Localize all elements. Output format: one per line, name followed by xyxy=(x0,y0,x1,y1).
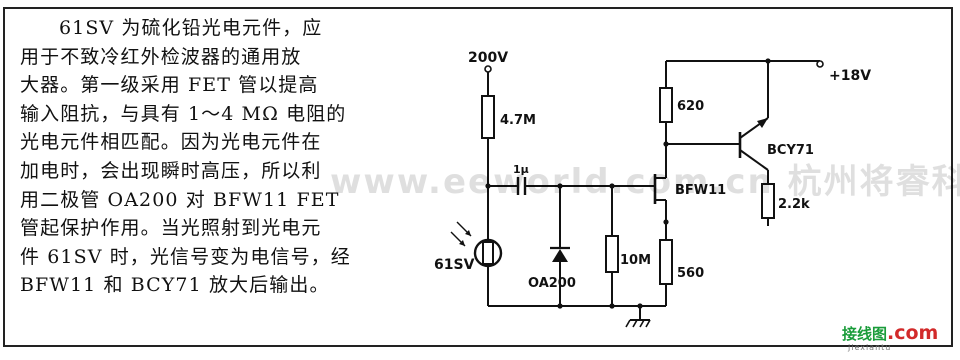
ground-symbol xyxy=(625,306,651,328)
description-line: 用二极管 OA200 对 BFW11 FET xyxy=(20,188,340,211)
description-line: 输入阻抗，与具有 1～4 MΩ 电阻的 xyxy=(20,102,347,125)
description-line: 管起保护作用。当光照射到光电元 xyxy=(20,217,322,240)
junction-dot xyxy=(663,219,669,225)
logo-main: 接线图 xyxy=(842,325,888,343)
resistor-620 xyxy=(659,87,673,123)
description-line: 用于不致冷红外检波器的通用放 xyxy=(20,45,302,68)
label-61sv: 61SV xyxy=(434,257,475,273)
transistor-bcy71 xyxy=(738,117,769,171)
label-2-2k: 2.2k xyxy=(778,197,810,212)
label-560: 560 xyxy=(677,266,704,281)
description-line: 大器。第一级采用 FET 管以提高 xyxy=(20,74,319,97)
supply-18v-terminal xyxy=(816,60,824,68)
label-18v: +18V xyxy=(829,68,871,84)
diode-oa200 xyxy=(550,246,570,262)
description-line: BFW11 和 BCY71 放大后输出。 xyxy=(20,274,330,297)
label-bfw11: BFW11 xyxy=(675,183,726,198)
description-text: 61SV 为硫化铅光电元件，应 用于不致冷红外检波器的通用放 大器。第一级采用 … xyxy=(20,14,380,300)
logo-suffix: .com xyxy=(887,322,939,344)
site-logo: 接线图.com jiexiantu xyxy=(842,322,939,352)
supply-200v-terminal xyxy=(484,65,492,96)
resistor-560 xyxy=(659,239,673,285)
description-line: 光电元件相匹配。因为光电元件在 xyxy=(20,131,322,154)
resistor-10m xyxy=(605,235,619,273)
description-line: 61SV 为硫化铅光电元件，应 xyxy=(58,17,323,39)
fet-bfw11 xyxy=(653,174,666,204)
label-cap: 1μ xyxy=(513,163,529,176)
description-line: 件 61SV 时，光信号变为电信号，经 xyxy=(20,245,351,268)
label-620: 620 xyxy=(677,99,704,114)
description-line: 加电时，会出现瞬时高压，所以利 xyxy=(20,159,322,182)
label-4-7m: 4.7M xyxy=(500,113,536,128)
resistor-4-7m xyxy=(481,95,495,139)
logo-sub: jiexiantu xyxy=(848,343,892,352)
junction-dot xyxy=(609,303,615,309)
label-10m: 10M xyxy=(620,253,651,268)
label-oa200: OA200 xyxy=(528,276,576,291)
diagram-frame xyxy=(3,7,953,347)
label-bcy71: BCY71 xyxy=(767,143,814,158)
label-200v: 200V xyxy=(468,50,508,66)
watermark: www.eeworld.com.cn 杭州将睿科技有限公司 xyxy=(330,162,960,202)
junction-dot xyxy=(557,303,563,309)
